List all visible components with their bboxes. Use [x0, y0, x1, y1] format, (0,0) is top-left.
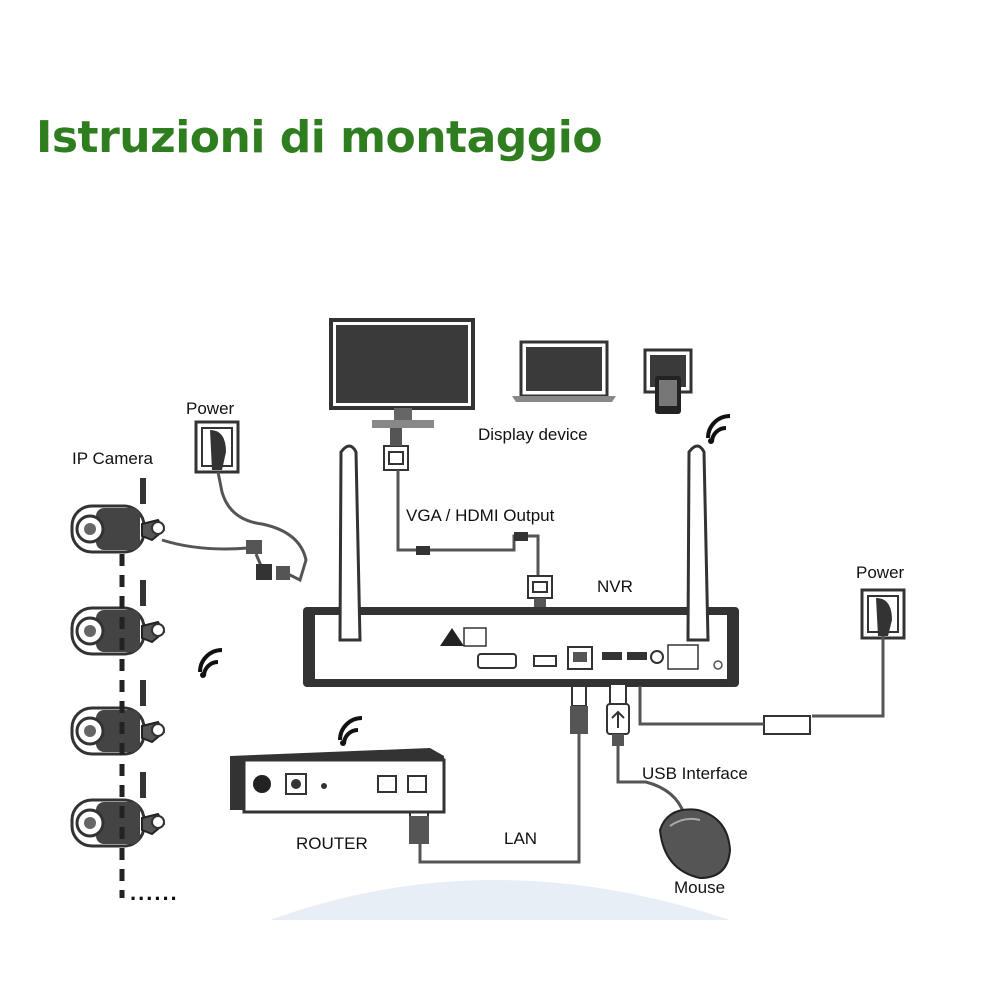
mouse-label: Mouse: [674, 878, 725, 897]
mouse-icon: [658, 808, 732, 880]
router-icon: [230, 748, 446, 814]
router-label: ROUTER: [296, 834, 368, 853]
more-cameras-dots: ......: [130, 880, 179, 905]
page-title: Istruzioni di montaggio: [36, 112, 603, 163]
tablet-icon: [643, 348, 693, 414]
lan-label: LAN: [504, 829, 537, 848]
power-right-label: Power: [856, 563, 905, 582]
plug-icon: [638, 588, 906, 735]
ip-camera-label: IP Camera: [72, 449, 153, 468]
wifi-icon: [338, 716, 364, 748]
background-arc: [270, 880, 730, 920]
nvr-label: NVR: [597, 577, 633, 596]
nvr-device: [303, 607, 739, 687]
camera-icon: [70, 678, 166, 756]
plug-icon: [194, 420, 308, 583]
camera-cable: [161, 538, 290, 580]
monitor-icon: [329, 318, 475, 428]
vga-hdmi-label: VGA / HDMI Output: [406, 506, 555, 525]
antenna-icon: [686, 444, 710, 642]
camera-icon: [70, 578, 166, 656]
vga-cable: [383, 428, 553, 608]
usb-interface-label: USB Interface: [642, 764, 748, 783]
wifi-icon: [706, 414, 732, 446]
display-device-label: Display device: [478, 425, 588, 444]
laptop-icon: [512, 340, 616, 402]
antenna-icon: [338, 444, 362, 642]
usb-cable: [606, 683, 686, 815]
camera-icon: [70, 770, 166, 848]
wifi-icon: [198, 648, 224, 680]
power-left-label: Power: [186, 399, 235, 418]
camera-icon: [70, 476, 166, 554]
